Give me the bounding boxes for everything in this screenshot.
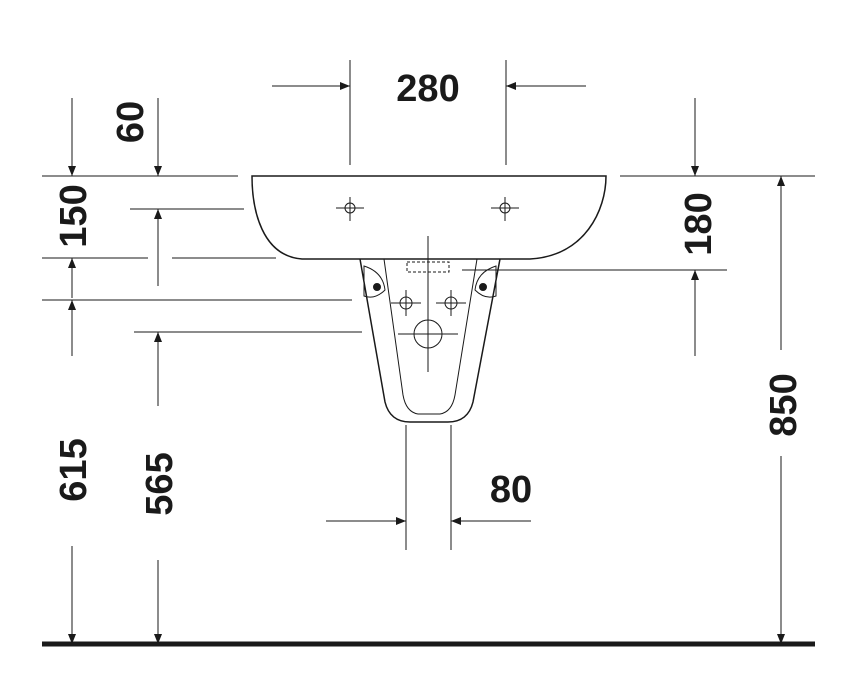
- supply-valve-left: [391, 290, 421, 316]
- dimension-150: [42, 98, 276, 298]
- basin-outline: [251, 175, 607, 260]
- supply-valve-right: [436, 290, 466, 316]
- dimension-180-label: 180: [678, 192, 720, 255]
- pedestal-outline: [359, 258, 501, 423]
- dimension-150-label: 150: [53, 184, 95, 247]
- tap-hole-left: [336, 197, 364, 221]
- waste-outlet: [398, 314, 458, 357]
- dimension-80: [326, 425, 531, 550]
- dimension-280: [272, 60, 586, 165]
- dimension-180: [462, 98, 815, 356]
- pedestal-inner: [383, 258, 478, 415]
- fixing-bracket-right: [474, 265, 497, 298]
- dimension-850-label: 850: [763, 373, 805, 436]
- dimension-280-label: 280: [396, 68, 459, 110]
- dimension-615-label: 615: [53, 438, 95, 501]
- dimension-615: [42, 299, 352, 644]
- dimension-565-label: 565: [139, 452, 181, 515]
- tap-hole-right: [491, 197, 519, 221]
- dimension-565: [134, 331, 362, 644]
- dimension-60-label: 60: [110, 101, 152, 143]
- fixing-bracket-left: [363, 265, 386, 298]
- dimension-60: [42, 98, 244, 286]
- dimension-80-label: 80: [490, 469, 532, 511]
